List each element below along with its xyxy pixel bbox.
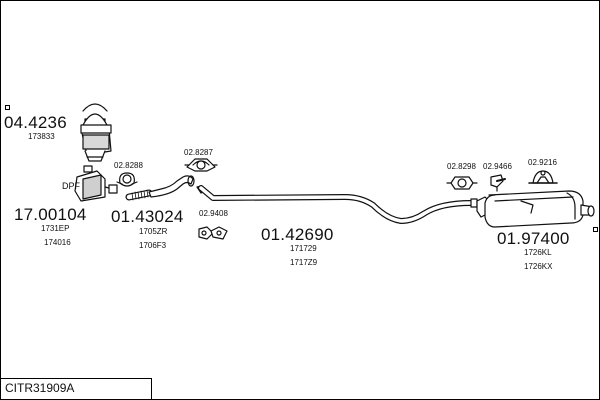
rear-silencer-drawing (476, 190, 595, 228)
gasket-02-9408-drawing (198, 226, 228, 240)
front-pipe-ref-1: 1705ZR (139, 227, 168, 236)
middle-pipe-ref-1: 171729 (290, 244, 317, 253)
dpf-ref-2: 174016 (44, 238, 71, 247)
rear-silencer-ref-1: 1726KL (524, 248, 552, 257)
hanger-2-part-number: 02.9216 (528, 158, 557, 167)
clamp-02-8288-drawing (116, 172, 138, 187)
kit-code: CITR31909A (5, 381, 75, 395)
gasket-part-number: 02.9408 (199, 209, 228, 218)
catalyst-part-number: 04.4236 (4, 113, 67, 132)
clamp-3-part-number: 02.8298 (447, 162, 476, 171)
kit-code-box (1, 378, 152, 399)
dpf-drawing (74, 165, 118, 202)
clamp-2-part-number: 02.8287 (184, 148, 213, 157)
rear-silencer-part-number: 01.97400 (497, 229, 570, 248)
hanger-1-part-number: 02.9466 (483, 162, 512, 171)
corner-marker-right (593, 227, 598, 232)
front-pipe-ref-2: 1706F3 (139, 241, 167, 250)
catalyst-ref-1: 173833 (28, 132, 55, 141)
dpf-part-number: 17.00104 (14, 205, 87, 224)
rear-silencer-ref-2: 1726KX (524, 262, 553, 271)
catalyst-drawing (80, 103, 112, 162)
dpf-ref-1: 1731EP (41, 224, 70, 233)
clamp-02-8298-drawing (446, 176, 478, 190)
middle-pipe-drawing (196, 185, 478, 224)
hanger-02-9466-drawing (490, 174, 506, 192)
front-pipe-part-number: 01.43024 (111, 207, 184, 226)
hanger-02-9216-drawing (528, 170, 558, 184)
front-pipe-drawing (125, 175, 195, 201)
corner-marker-left (5, 105, 10, 110)
clamp-02-8287-drawing (184, 158, 218, 172)
dpf-tag: DPF (62, 181, 80, 191)
middle-pipe-ref-2: 1717Z9 (290, 258, 318, 267)
clamp-1-part-number: 02.8288 (114, 161, 143, 170)
middle-pipe-part-number: 01.42690 (261, 225, 334, 244)
